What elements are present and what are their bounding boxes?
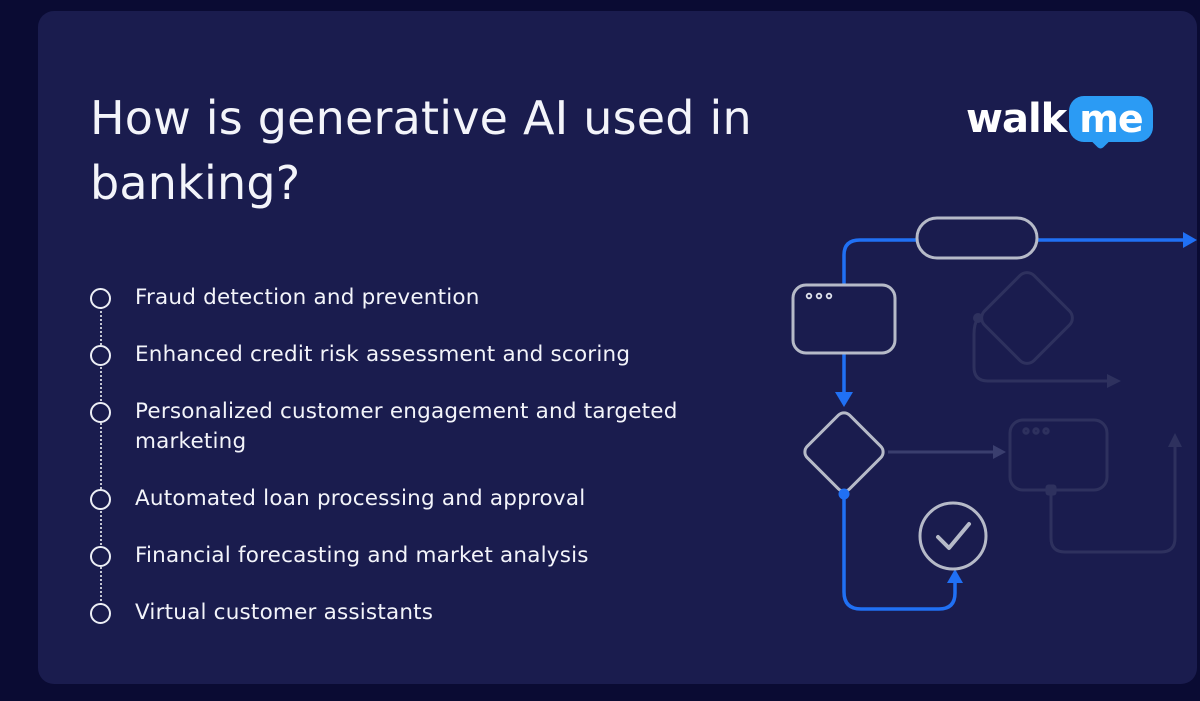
- walkme-logo-word: walk: [966, 96, 1067, 142]
- list-item-label: Financial forecasting and market analysi…: [135, 543, 589, 568]
- list-item: Financial forecasting and market analysi…: [90, 541, 770, 571]
- list-item: Personalized customer engagement and tar…: [90, 397, 770, 457]
- window-dot: [825, 292, 833, 300]
- pill-node-icon: [915, 216, 1039, 260]
- blue-connector-dot: [838, 488, 850, 500]
- check-circle-icon: [918, 501, 988, 571]
- faded-window-dot: [1022, 427, 1030, 435]
- browser-window-icon: [791, 283, 897, 355]
- faded-connector-line: [1049, 446, 1177, 554]
- faded-connector-line: [972, 317, 1109, 383]
- list-item: Enhanced credit risk assessment and scor…: [90, 340, 770, 370]
- walkme-logo-speech-bubble: me: [1069, 96, 1153, 142]
- blue-connector-line: [842, 238, 919, 395]
- faded-decision-diamond-icon: [980, 271, 1074, 365]
- faded-arrow-right-icon: [1107, 374, 1121, 388]
- list-item: Virtual customer assistants: [90, 598, 770, 628]
- page-title-line-1: How is generative AI used in: [90, 91, 752, 145]
- page-title: How is generative AI used in banking?: [90, 86, 920, 216]
- blue-connector-line: [842, 494, 957, 611]
- faded-window-dot: [1032, 427, 1040, 435]
- faded-arrow-right-icon: [993, 445, 1006, 459]
- list-item: Automated loan processing and approval: [90, 484, 770, 514]
- blue-arrow-right-icon: [1183, 232, 1197, 248]
- blue-flow-path: [835, 232, 1197, 407]
- benefits-list: Fraud detection and prevention Enhanced …: [90, 283, 770, 655]
- bullet-connector-line: [99, 298, 102, 613]
- circle-bullet-icon: [90, 287, 111, 309]
- list-item-label: Fraud detection and prevention: [135, 285, 480, 310]
- slide-card: [38, 11, 1197, 684]
- circle-bullet-icon: [90, 545, 111, 567]
- faded-browser-window-icon: [1008, 418, 1109, 492]
- circle-bullet-icon: [90, 401, 111, 423]
- list-item-label: Personalized customer engagement and tar…: [135, 399, 678, 454]
- checkmark-icon: [936, 522, 971, 550]
- faded-connector-square: [1045, 484, 1057, 496]
- list-item-label: Enhanced credit risk assessment and scor…: [135, 342, 631, 367]
- decision-diamond-icon: [803, 411, 885, 493]
- faded-window-dot: [1042, 427, 1050, 435]
- circle-bullet-icon: [90, 344, 111, 366]
- circle-bullet-icon: [90, 602, 111, 624]
- window-dot: [805, 292, 813, 300]
- window-dot: [815, 292, 823, 300]
- circle-bullet-icon: [90, 488, 111, 510]
- faded-flow-branch: [888, 271, 1182, 554]
- walkme-logo: walk me: [966, 94, 1153, 144]
- walkme-logo-me: me: [1079, 97, 1143, 141]
- list-item-label: Virtual customer assistants: [135, 600, 434, 625]
- list-item-label: Automated loan processing and approval: [135, 486, 586, 511]
- list-item: Fraud detection and prevention: [90, 283, 770, 313]
- page-title-line-2: banking?: [90, 156, 301, 210]
- faded-arrow-up-icon: [1168, 433, 1182, 447]
- flowchart-illustration: [791, 216, 1197, 611]
- blue-arrow-up-icon: [947, 569, 963, 583]
- blue-arrow-down-icon: [835, 392, 853, 407]
